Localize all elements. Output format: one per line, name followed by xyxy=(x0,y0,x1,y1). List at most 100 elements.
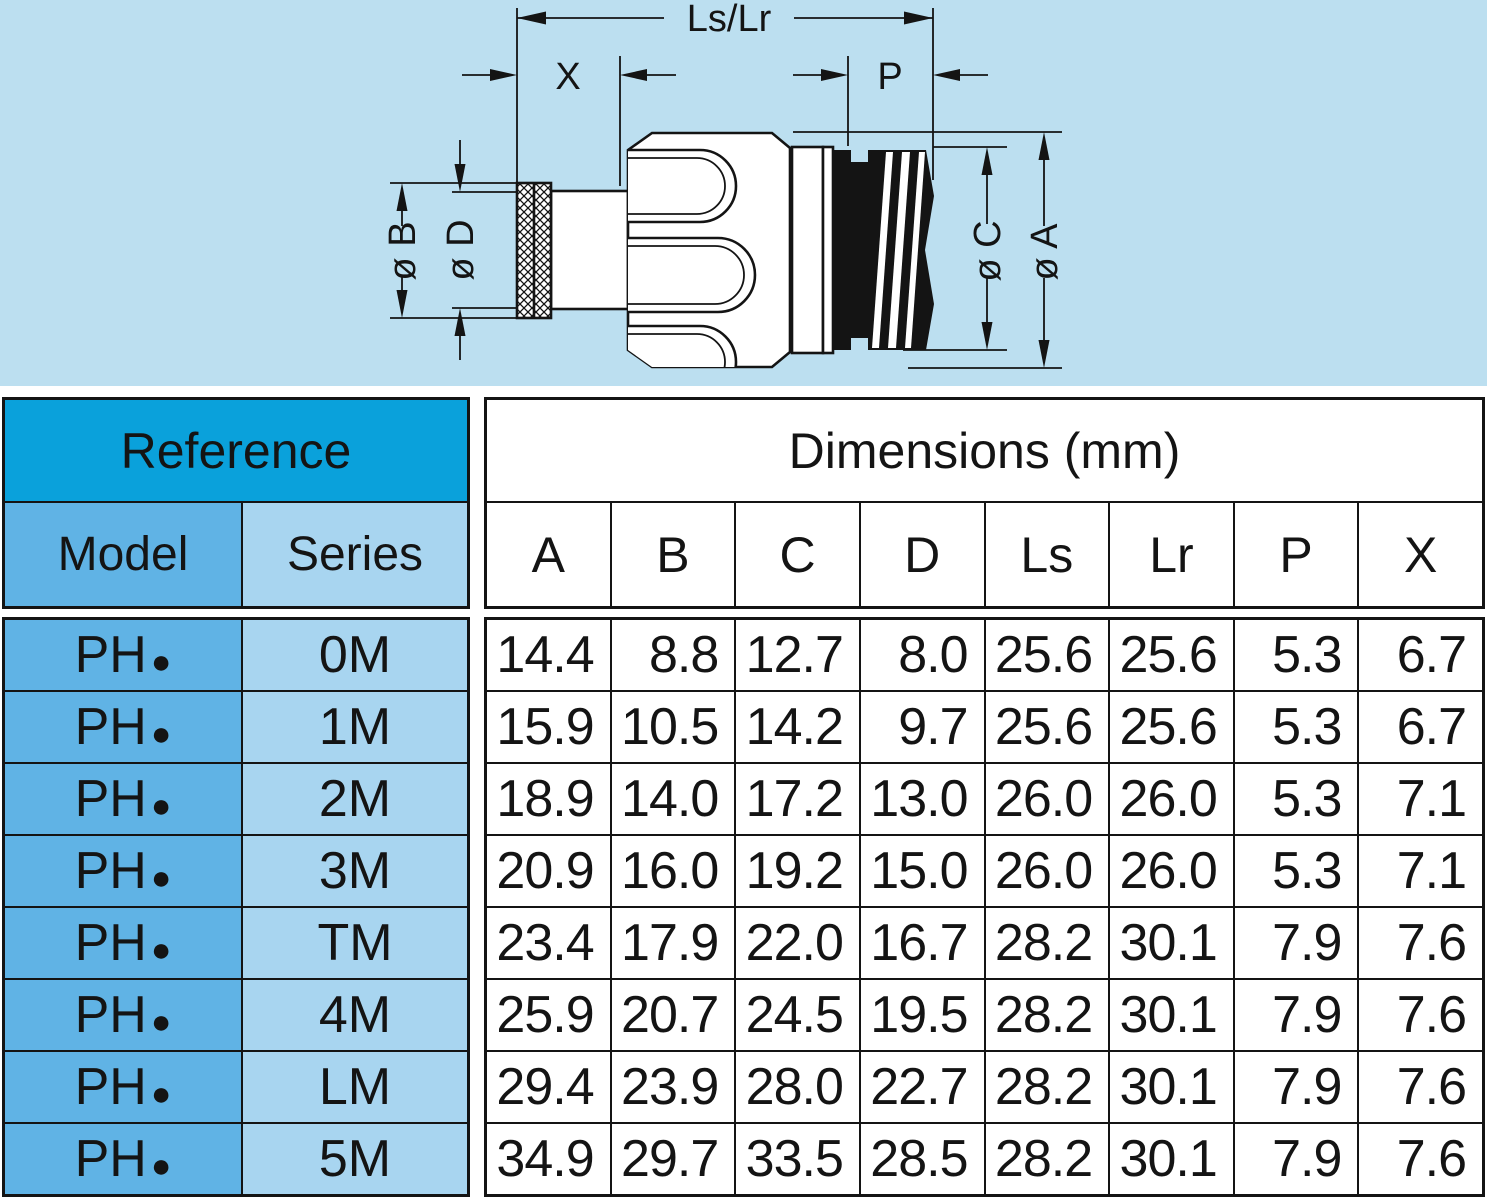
dim-label-x: X xyxy=(555,56,580,98)
technical-drawing-canvas: Ls/Lr X P ø B ø D ø C ø A xyxy=(0,0,1487,386)
dimension-value-cell: 25.9 xyxy=(487,980,612,1050)
dimension-value-cell: 22.0 xyxy=(736,908,861,978)
dimension-column-header: Ls xyxy=(985,503,1111,606)
model-prefix: PH xyxy=(74,986,147,1044)
table-row: PH●3M xyxy=(5,834,467,906)
dimension-value-cell: 26.0 xyxy=(1110,764,1235,834)
reference-header-label: Reference xyxy=(120,422,352,479)
table-row: PH●TM xyxy=(5,906,467,978)
dimension-value-cell: 17.2 xyxy=(736,764,861,834)
dimension-value-cell: 19.5 xyxy=(860,980,986,1050)
dimension-value-cell: 5.3 xyxy=(1234,620,1360,690)
dimension-value-cell: 13.0 xyxy=(860,764,986,834)
dim-label-p: P xyxy=(877,56,902,98)
model-prefix: PH xyxy=(74,914,147,972)
model-prefix: PH xyxy=(74,1130,147,1188)
dimension-column-header: P xyxy=(1234,503,1360,606)
dimension-value-cell: 30.1 xyxy=(1110,980,1235,1050)
dimension-value-cell: 29.4 xyxy=(487,1052,612,1122)
connector-dimension-drawing: Ls/Lr X P ø B ø D ø C ø A xyxy=(0,0,1487,386)
dimension-value-cell: 8.8 xyxy=(611,620,737,690)
dimension-value-cell: 5.3 xyxy=(1234,764,1360,834)
table-row: PH●5M xyxy=(5,1122,467,1194)
dimension-value-cell: 16.0 xyxy=(611,836,737,906)
dimension-value-cell: 14.4 xyxy=(487,620,612,690)
dimension-labels: Ls/Lr X P ø B ø D ø C ø A xyxy=(382,0,1066,282)
dimension-value-cell: 7.9 xyxy=(1234,980,1360,1050)
series-cell: 5M xyxy=(243,1124,467,1194)
series-cell: 3M xyxy=(243,836,467,906)
dimensions-header-label: Dimensions (mm) xyxy=(788,422,1181,479)
dimension-column-header: X xyxy=(1359,503,1482,606)
dimension-column-header: A xyxy=(487,503,612,606)
dimension-column-header: B xyxy=(611,503,737,606)
dim-label-dia-a: ø A xyxy=(1024,223,1066,281)
dimension-value-cell: 6.7 xyxy=(1359,620,1482,690)
dimension-column-header: Lr xyxy=(1110,503,1235,606)
model-cell: PH● xyxy=(5,1124,243,1194)
series-cell: 0M xyxy=(243,620,467,690)
dimension-value-cell: 28.2 xyxy=(985,1124,1111,1194)
dim-label-dia-b: ø B xyxy=(382,221,424,280)
dimension-value-cell: 5.3 xyxy=(1234,692,1360,762)
dimension-value-cell: 5.3 xyxy=(1234,836,1360,906)
dimension-value-cell: 15.9 xyxy=(487,692,612,762)
dimension-value-cell: 28.2 xyxy=(985,980,1111,1050)
dimension-value-cell: 25.6 xyxy=(1110,620,1235,690)
model-bullet-icon: ● xyxy=(150,1003,172,1041)
dimension-value-cell: 26.0 xyxy=(1110,836,1235,906)
model-prefix: PH xyxy=(74,1058,147,1116)
model-prefix: PH xyxy=(74,770,147,828)
model-cell: PH● xyxy=(5,836,243,906)
dimension-value-cell: 9.7 xyxy=(860,692,986,762)
dimension-value-cell: 34.9 xyxy=(487,1124,612,1194)
model-bullet-icon: ● xyxy=(150,643,172,681)
thread-highlights xyxy=(872,152,925,348)
dimension-value-cell: 7.6 xyxy=(1359,1124,1482,1194)
model-bullet-icon: ● xyxy=(150,1075,172,1113)
dimension-value-cell: 17.9 xyxy=(611,908,737,978)
dimension-value-cell: 28.2 xyxy=(985,908,1111,978)
dimension-value-cell: 6.7 xyxy=(1359,692,1482,762)
dimension-column-header: C xyxy=(736,503,861,606)
dimension-value-cell: 20.9 xyxy=(487,836,612,906)
connector-body xyxy=(515,131,835,369)
series-cell: 1M xyxy=(243,692,467,762)
dimension-value-cell: 28.2 xyxy=(985,1052,1111,1122)
dimension-value-cell: 22.7 xyxy=(860,1052,986,1122)
dimension-value-cell: 30.1 xyxy=(1110,1124,1235,1194)
model-bullet-icon: ● xyxy=(150,1147,172,1185)
dimension-arrowheads xyxy=(396,11,1050,368)
dimension-value-cell: 19.2 xyxy=(736,836,861,906)
dimension-value-cell: 16.7 xyxy=(860,908,986,978)
dimension-value-cell: 28.5 xyxy=(860,1124,986,1194)
series-cell: LM xyxy=(243,1052,467,1122)
dim-label-dia-d: ø D xyxy=(440,219,482,280)
dimension-value-cell: 7.9 xyxy=(1234,1124,1360,1194)
model-prefix: PH xyxy=(74,842,147,900)
rear-collar-wide xyxy=(790,145,825,355)
series-cell: 4M xyxy=(243,980,467,1050)
dimension-value-cell: 7.1 xyxy=(1359,764,1482,834)
reference-header-cell: Reference xyxy=(5,400,467,503)
dimension-value-cell: 18.9 xyxy=(487,764,612,834)
dimensions-header-cell: Dimensions (mm) xyxy=(487,400,1482,503)
table-row: PH●0M xyxy=(5,620,467,690)
table-row: PH● 4M xyxy=(5,978,467,1050)
dimension-value-cell: 12.7 xyxy=(736,620,861,690)
model-prefix: PH xyxy=(74,698,147,756)
dimension-value-cell: 20.7 xyxy=(611,980,737,1050)
reference-header-box: Reference Model Series xyxy=(2,397,470,609)
table-row: PH● LM xyxy=(5,1050,467,1122)
dimension-value-cell: 7.1 xyxy=(1359,836,1482,906)
